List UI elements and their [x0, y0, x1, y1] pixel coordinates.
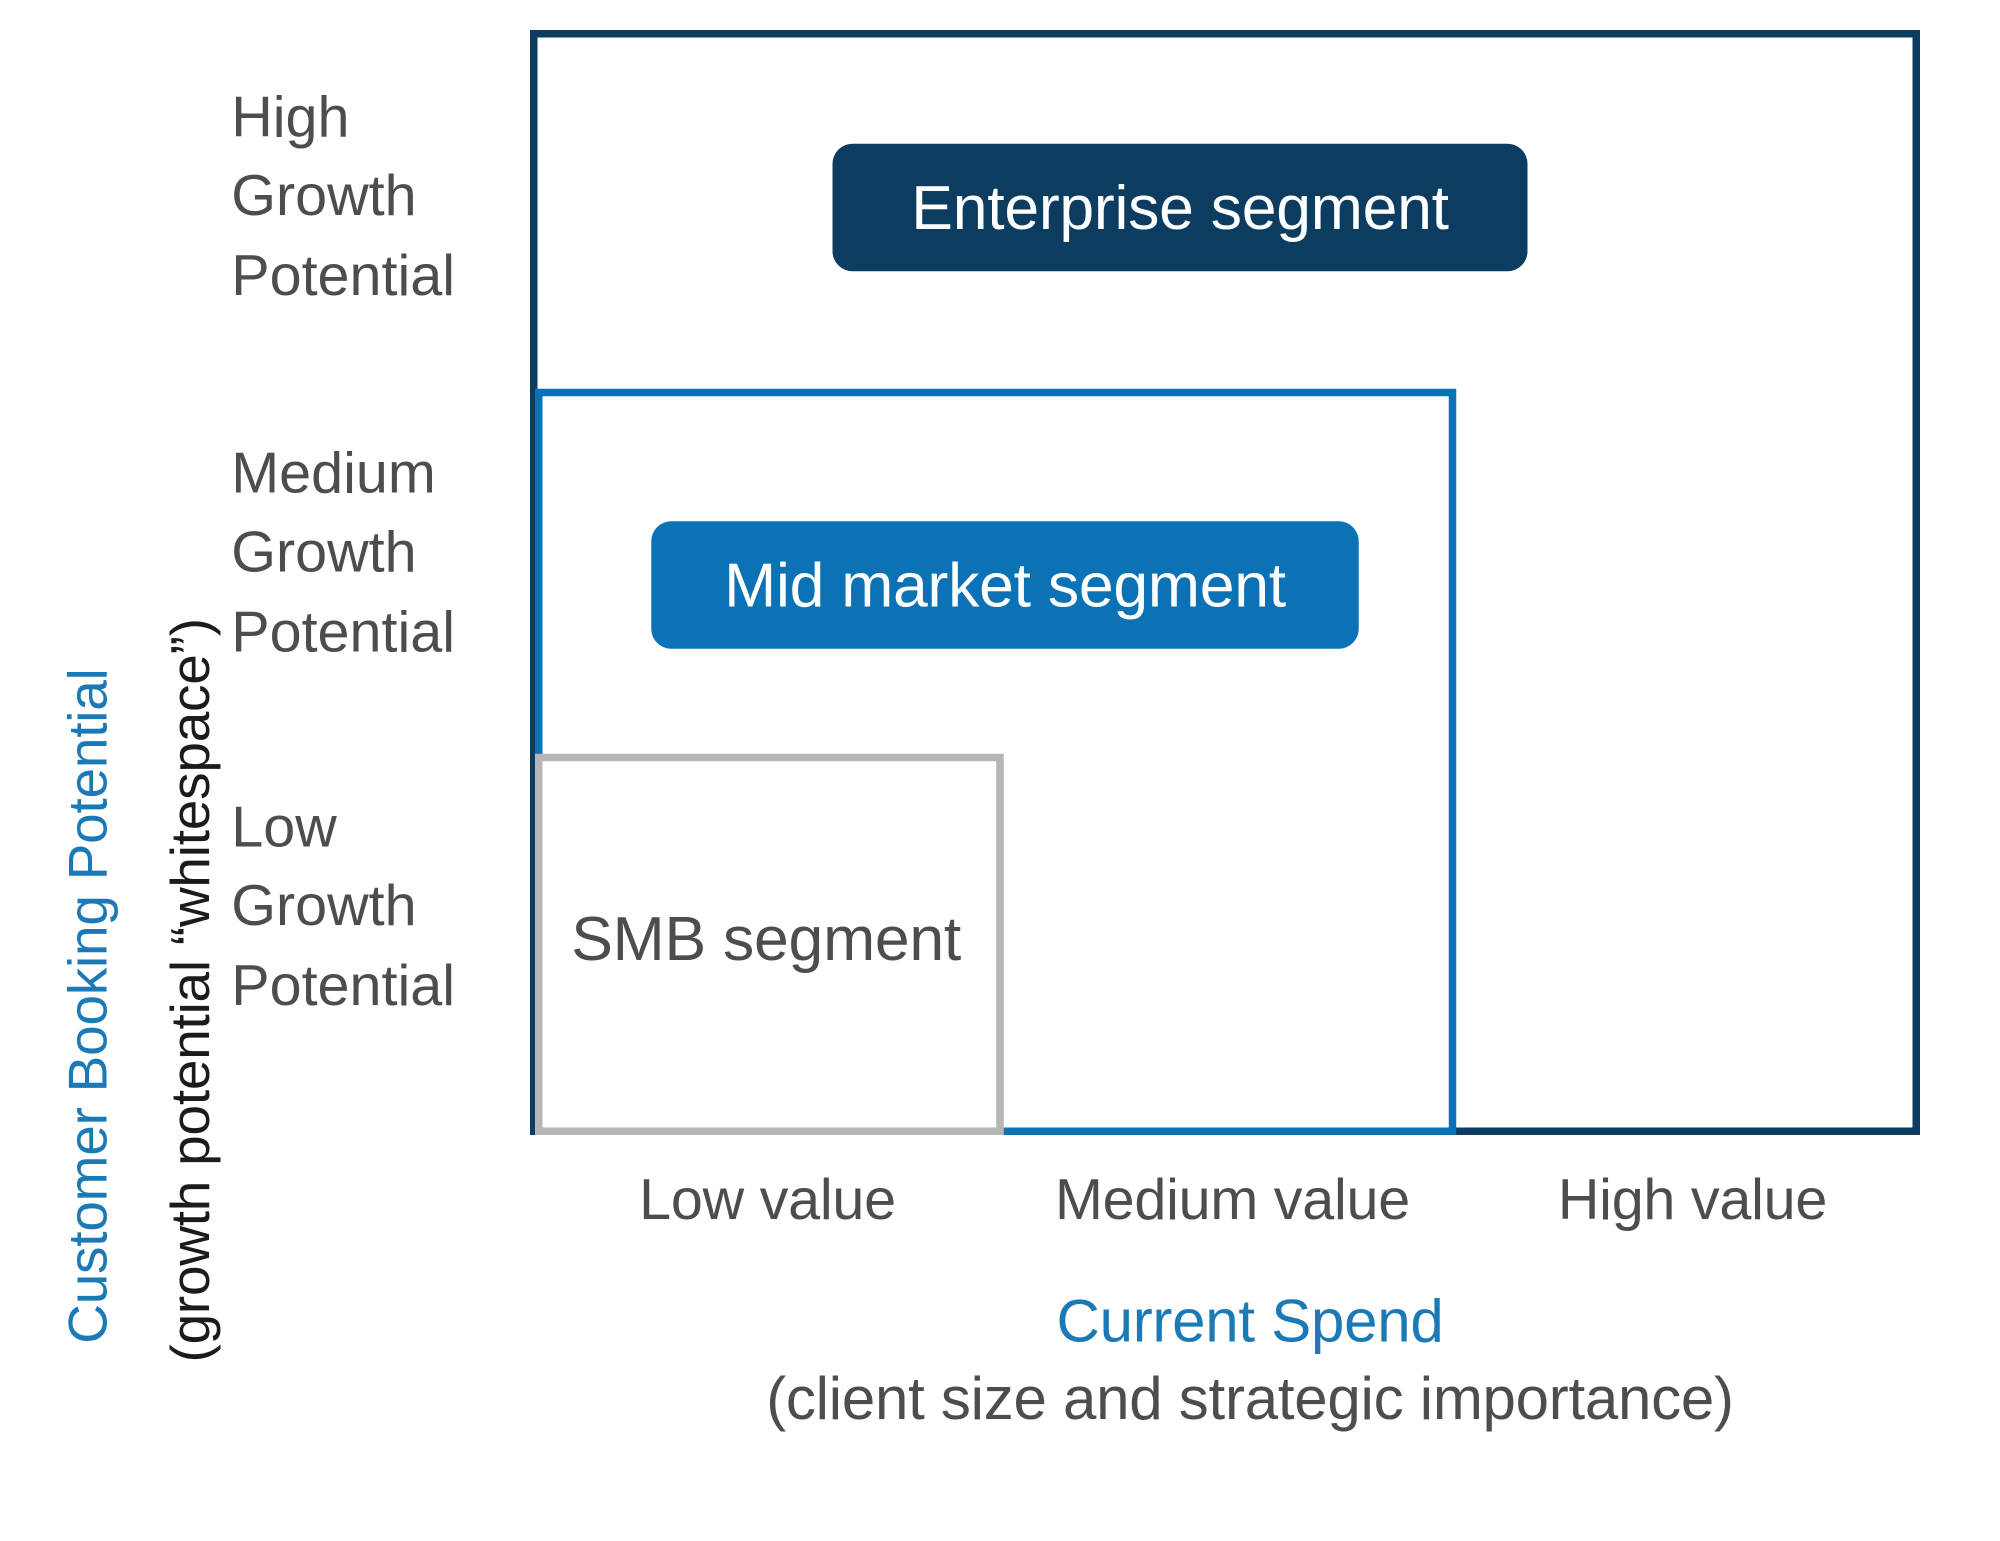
x-tick-label-medium-value: Medium value: [1055, 1166, 1410, 1232]
y-axis-subtitle: (growth potential “whitespace”): [160, 618, 222, 1363]
segment-label-smb: SMB segment: [571, 903, 962, 974]
segment-pill-midmarket[interactable]: Mid market segment: [651, 521, 1359, 649]
x-tick-label-low-value: Low value: [639, 1166, 896, 1232]
segment-box-smb[interactable]: [535, 753, 1004, 1135]
x-axis-title: Current Spend: [1056, 1288, 1444, 1355]
x-tick-label-high-value: High value: [1557, 1166, 1828, 1232]
segment-pill-enterprise[interactable]: Enterprise segment: [832, 143, 1528, 272]
x-axis-subtitle: (client size and strategic importance): [766, 1366, 1734, 1433]
y-axis-title: Customer Booking Potential: [57, 668, 119, 1344]
